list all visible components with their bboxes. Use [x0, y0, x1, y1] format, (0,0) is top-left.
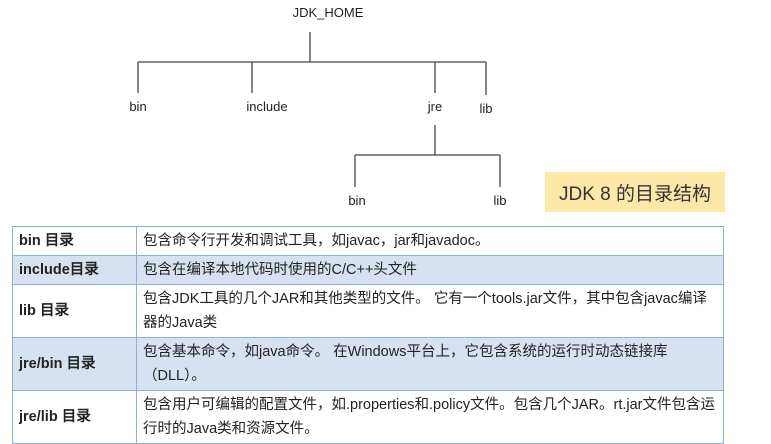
dir-name: include目录 — [12, 255, 137, 285]
dir-desc: 包含命令行开发和调试工具，如javac，jar和javadoc。 — [136, 226, 724, 256]
caption-box: JDK 8 的目录结构 — [545, 172, 725, 212]
tree-node-jre-lib: lib — [493, 193, 507, 208]
tree-node-jre-bin: bin — [348, 193, 366, 208]
table-row: bin 目录包含命令行开发和调试工具，如javac，jar和javadoc。 — [12, 226, 724, 256]
dir-name: jre/lib 目录 — [12, 390, 137, 444]
tree-node-lib: lib — [479, 101, 493, 116]
dir-desc: 包含在编译本地代码时使用的C/C++头文件 — [136, 255, 724, 285]
tree-root-jdk-home: JDK_HOME — [292, 5, 364, 20]
dir-desc: 包含基本命令，如java命令。 在Windows平台上，它包含系统的运行时动态链… — [136, 337, 724, 391]
tree-node-include: include — [246, 99, 288, 114]
dir-name: lib 目录 — [12, 284, 137, 338]
tree-node-jre: jre — [427, 99, 443, 114]
table-row: include目录包含在编译本地代码时使用的C/C++头文件 — [12, 255, 724, 285]
dir-desc: 包含JDK工具的几个JAR和其他类型的文件。 它有一个tools.jar文件，其… — [136, 284, 724, 338]
directory-table: bin 目录包含命令行开发和调试工具，如javac，jar和javadoc。 i… — [12, 226, 724, 444]
table-row: jre/bin 目录包含基本命令，如java命令。 在Windows平台上，它包… — [12, 337, 724, 391]
table-row: jre/lib 目录包含用户可编辑的配置文件，如.properties和.pol… — [12, 390, 724, 444]
dir-name: jre/bin 目录 — [12, 337, 137, 391]
dir-name: bin 目录 — [12, 226, 137, 256]
tree-lines — [137, 32, 501, 187]
tree-node-bin: bin — [129, 99, 147, 114]
directory-tree: JDK_HOME bin include jre lib bin lib JDK… — [0, 0, 771, 220]
table-row: lib 目录包含JDK工具的几个JAR和其他类型的文件。 它有一个tools.j… — [12, 284, 724, 338]
dir-desc: 包含用户可编辑的配置文件，如.properties和.policy文件。包含几个… — [136, 390, 724, 444]
